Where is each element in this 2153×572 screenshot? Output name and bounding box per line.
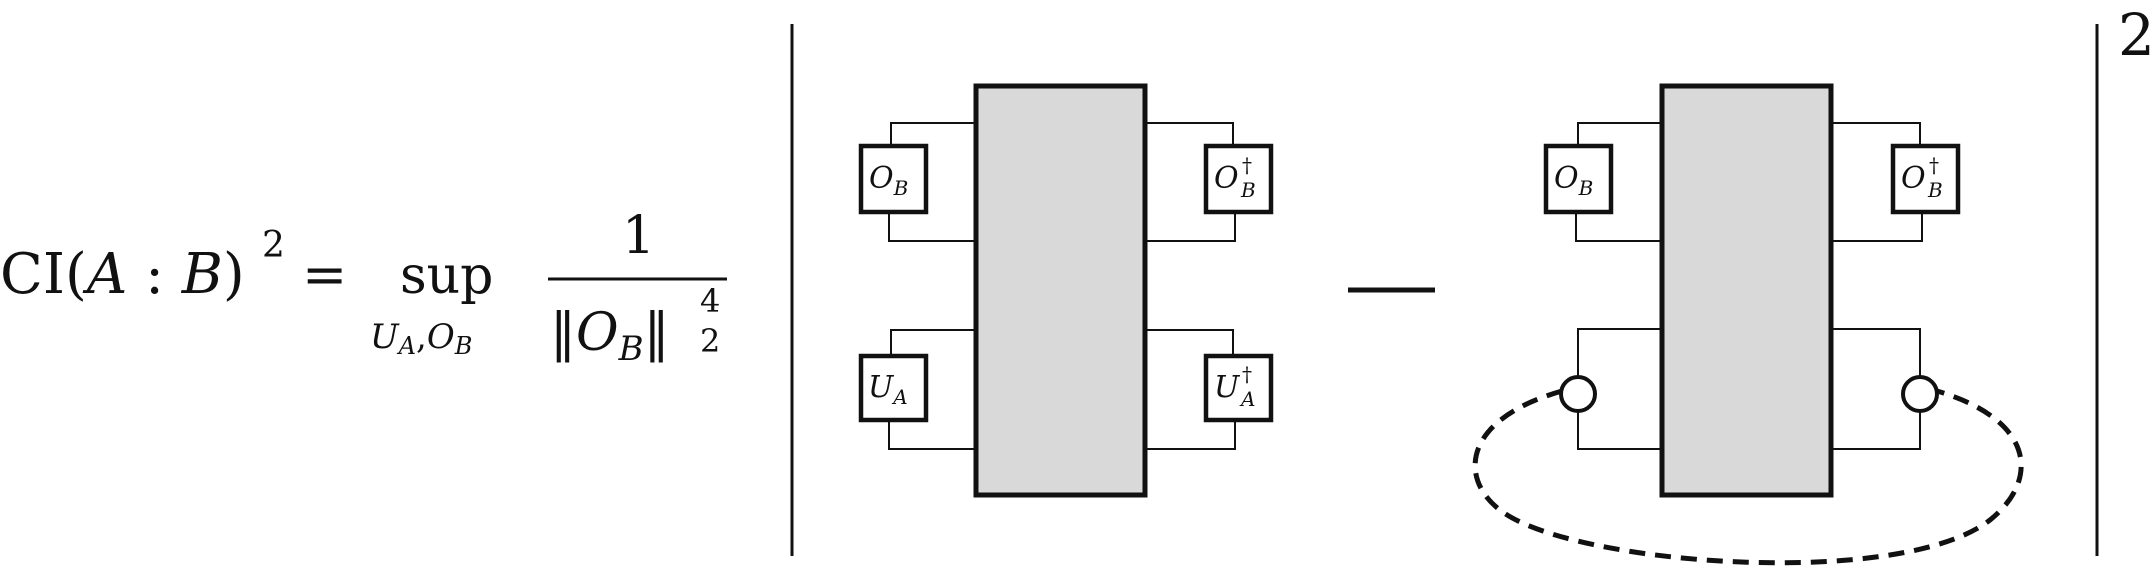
fraction-denominator: ‖OB‖ — [550, 303, 670, 369]
supremum: sup UA,OB — [370, 246, 493, 360]
operator-U-A-label: UA — [868, 370, 908, 409]
operator-O-B-label: OB — [869, 161, 908, 200]
operator-O-B-dagger-label: O — [1901, 161, 1926, 196]
equals-sign: = — [302, 243, 347, 306]
lhs-expression: CI(A : B) 2 = — [0, 225, 347, 307]
sup-subscript: UA,OB — [370, 317, 472, 360]
lhs-exponent: 2 — [262, 225, 285, 266]
operator-O-B-box — [858, 143, 929, 215]
operator-U-A-box — [858, 353, 929, 423]
dagger-superscript: † — [1929, 153, 1939, 177]
operator-O-B-label: OB — [1554, 161, 1593, 200]
dagger-subscript: B — [1927, 178, 1943, 202]
norm-superscript: 4 — [700, 282, 720, 320]
fraction: 1 ‖OB‖ 4 2 — [548, 206, 727, 369]
diagram-right-wires — [1575, 122, 1923, 450]
trace-node-right — [1901, 375, 1939, 413]
lhs-text: CI(A : B) — [0, 242, 245, 307]
operator-O-B-dagger-label: O — [1214, 161, 1239, 196]
operator-U-A-dagger-label: U — [1214, 370, 1241, 405]
trace-node-left — [1559, 375, 1597, 413]
dagger-subscript: B — [1240, 178, 1256, 202]
dagger-superscript: † — [1242, 362, 1252, 386]
operator-O-B-dagger-box — [1203, 143, 1274, 215]
channel-box-left — [973, 83, 1148, 498]
operator-O-B-box — [1543, 143, 1614, 215]
diagram-left-wires — [888, 122, 1236, 450]
operator-O-B-dagger-box — [1890, 143, 1961, 215]
outer-exponent: 2 — [2118, 1, 2153, 69]
fraction-numerator: 1 — [622, 206, 655, 266]
operator-U-A-dagger-box — [1203, 353, 1274, 423]
channel-box-right — [1659, 83, 1834, 498]
sup-operator: sup — [400, 246, 493, 306]
dagger-subscript: A — [1239, 387, 1255, 411]
dagger-superscript: † — [1242, 153, 1252, 177]
norm-subscript: 2 — [700, 322, 720, 360]
diagram-left: OB O † B UA U † A — [858, 83, 1274, 498]
diagram-right: OB O † B — [1472, 83, 2024, 566]
